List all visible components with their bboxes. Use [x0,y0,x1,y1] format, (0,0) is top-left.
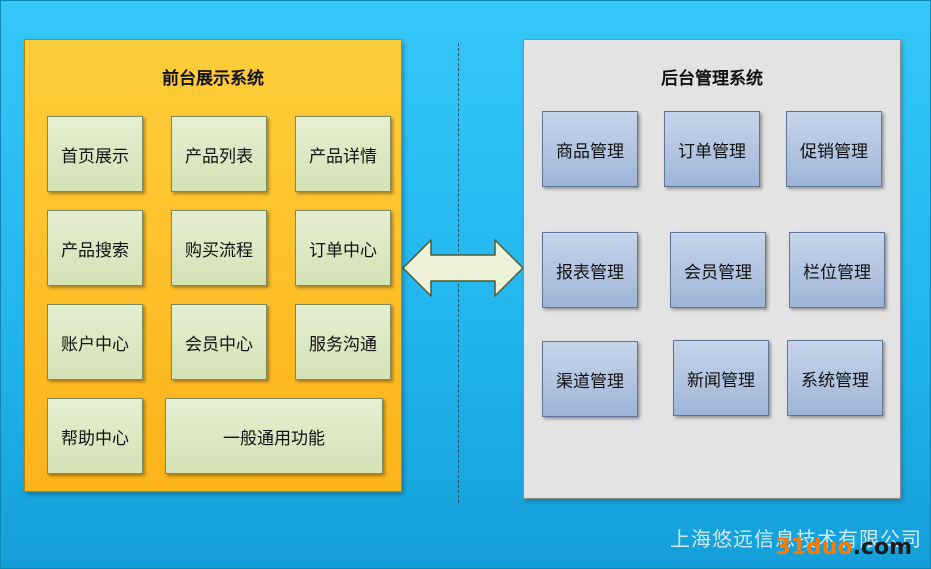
front-panel-title: 前台展示系统 [162,69,264,89]
logo-name: 31duo [775,535,853,560]
front-system-panel: 前台展示系统 首页展示 产品列表 产品详情 产品搜索 购买流程 订单中心 账户中… [24,39,402,492]
front-item-member-center: 会员中心 [171,304,267,380]
back-item-promotion-management: 促销管理 [786,111,882,187]
back-item-goods-management: 商品管理 [542,111,638,187]
company-watermark: 上海悠远信息技术有限公司 [670,527,922,551]
front-item-account-center: 账户中心 [47,304,143,380]
bidirectional-arrow-icon [402,239,524,297]
front-item-product-list: 产品列表 [171,116,267,192]
front-item-general-functions: 一般通用功能 [165,398,383,474]
site-logo: 31duo.com [775,535,912,560]
back-item-column-management: 栏位管理 [789,232,885,308]
back-panel-title: 后台管理系统 [661,69,763,89]
logo-suffix: .com [852,535,912,560]
front-item-purchase-flow: 购买流程 [171,210,267,286]
front-item-product-detail: 产品详情 [295,116,391,192]
front-item-product-search: 产品搜索 [47,210,143,286]
front-item-order-center: 订单中心 [295,210,391,286]
back-item-member-management: 会员管理 [670,232,766,308]
back-system-panel: 后台管理系统 商品管理 订单管理 促销管理 报表管理 会员管理 栏位管理 渠道管… [523,39,901,499]
back-item-order-management: 订单管理 [664,111,760,187]
back-item-news-management: 新闻管理 [673,340,769,416]
back-item-system-management: 系统管理 [787,340,883,416]
front-item-help-center: 帮助中心 [47,398,143,474]
front-item-homepage: 首页展示 [47,116,143,192]
front-item-service-communication: 服务沟通 [295,304,391,380]
back-item-channel-management: 渠道管理 [542,341,638,417]
back-item-report-management: 报表管理 [542,232,638,308]
